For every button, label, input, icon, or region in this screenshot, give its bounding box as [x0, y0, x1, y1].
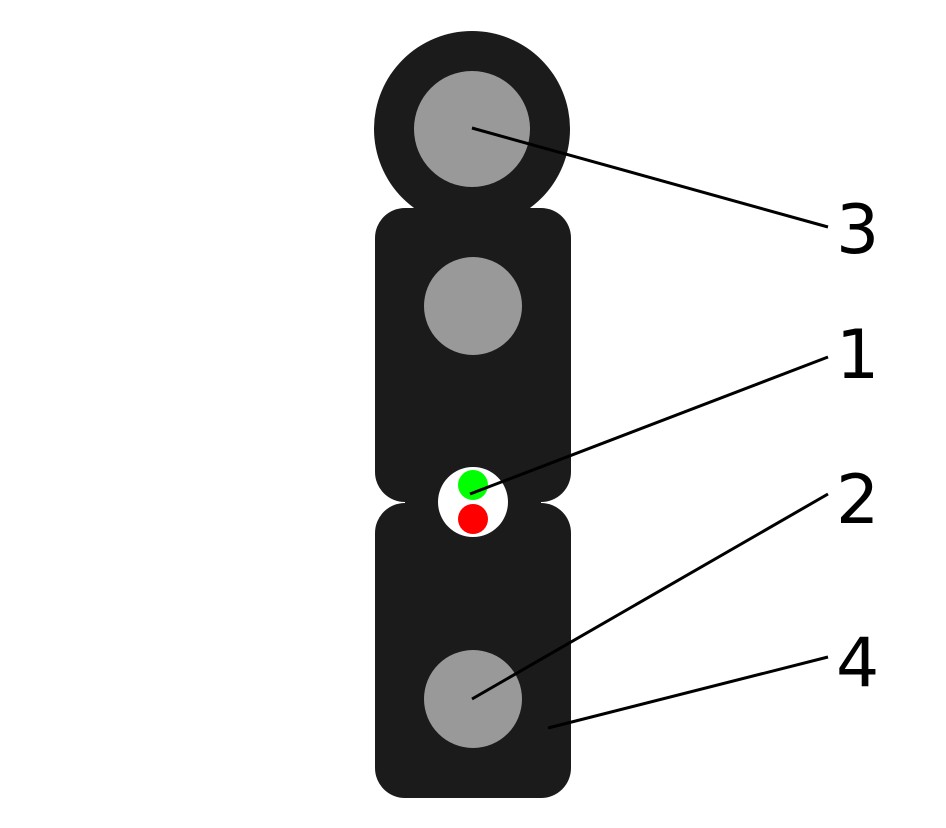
label-1: 1 — [836, 316, 879, 395]
fiber-red — [458, 504, 488, 534]
label-2: 2 — [836, 461, 879, 540]
leader-line-4 — [547, 655, 829, 730]
fiber-cavity — [438, 467, 508, 537]
label-3: 3 — [836, 191, 879, 270]
label-4: 4 — [836, 624, 879, 703]
leader-line-2 — [471, 492, 829, 701]
strength-member-upper — [424, 257, 522, 355]
leader-line-3 — [471, 126, 829, 229]
fiber-green — [458, 470, 488, 500]
leader-line-1 — [469, 355, 829, 496]
